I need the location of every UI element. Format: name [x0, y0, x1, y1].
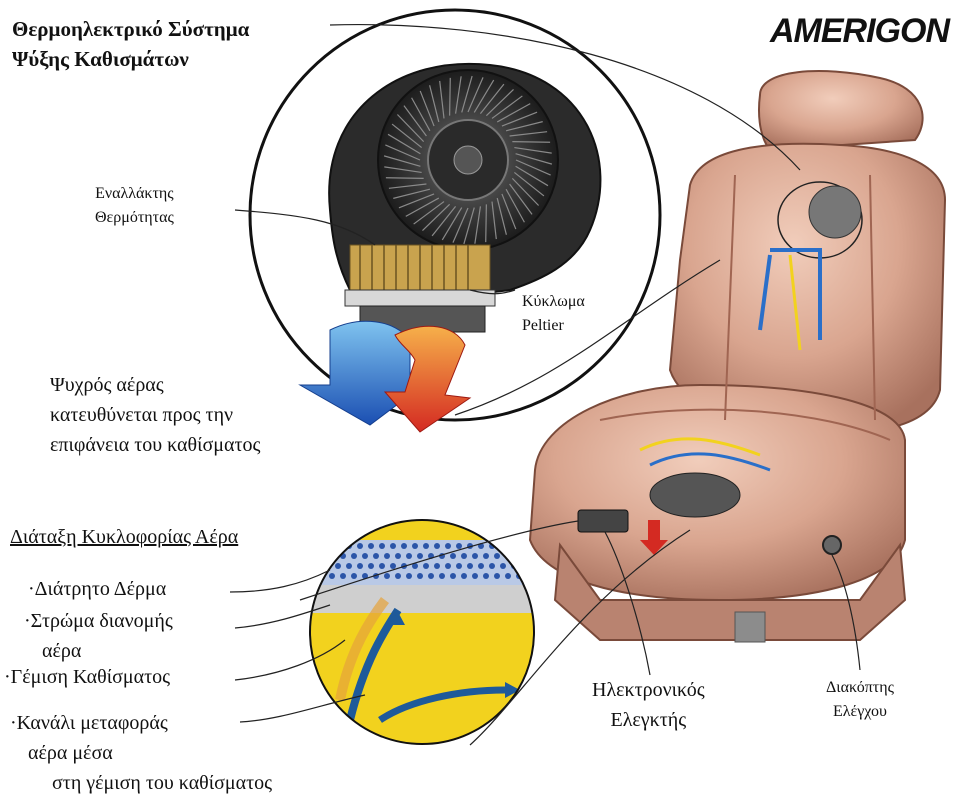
perforation-dot — [445, 543, 451, 549]
perforation-dot — [373, 553, 379, 559]
fan-blade — [512, 142, 550, 143]
perforation-dot — [450, 573, 456, 579]
perforation-dot — [340, 573, 346, 579]
label-control-switch: Διακόπτης Ελέγχου — [826, 676, 894, 724]
label-cold-air: Ψυχρός αέρας κατευθύνεται προς την επιφά… — [50, 370, 260, 460]
perforation-dot — [461, 553, 467, 559]
perforation-dot — [324, 543, 330, 549]
perforation-dot — [434, 563, 440, 569]
perforation-dot — [395, 553, 401, 559]
airflow-section-title: Διάταξη Κυκλοφορίας Αέρα — [10, 526, 238, 549]
perforation-dot — [472, 553, 478, 559]
perforation-dot — [302, 563, 308, 569]
perforation-dot — [351, 553, 357, 559]
label-distribution-layer: ·Στρώμα διανομής αέρα — [24, 606, 173, 666]
perforation-dot — [335, 543, 341, 549]
airflow-inset — [300, 515, 550, 755]
perforation-dot — [538, 573, 544, 579]
perforation-dot — [456, 543, 462, 549]
perforation-dot — [329, 553, 335, 559]
perforation-dot — [489, 563, 495, 569]
perforation-dot — [313, 543, 319, 549]
perforation-dot — [500, 543, 506, 549]
perforation-dot — [527, 573, 533, 579]
perforation-dot — [461, 573, 467, 579]
perforation-dot — [522, 563, 528, 569]
perforation-dot — [384, 573, 390, 579]
perforation-dot — [527, 553, 533, 559]
fan-blade — [486, 204, 487, 242]
perforation-dot — [505, 573, 511, 579]
perforation-dot — [445, 563, 451, 569]
fan-blade — [450, 78, 451, 116]
electronic-controller — [578, 510, 628, 532]
label-perforated-leather: ·Διάτρητο Δέρμα — [28, 574, 166, 604]
perforation-dot — [318, 553, 324, 559]
perforation-dot — [329, 573, 335, 579]
cushion-fan — [650, 473, 740, 517]
perforation-dot — [395, 573, 401, 579]
perforation-dot — [384, 553, 390, 559]
perforation-dot — [406, 553, 412, 559]
seat-rail — [735, 612, 765, 642]
fan-blade — [386, 178, 424, 179]
title-line-2: Ψύξης Καθισμάτων — [12, 44, 249, 74]
perforation-dot — [483, 573, 489, 579]
perforation-dot — [379, 563, 385, 569]
brand-logo: AMERIGON — [770, 12, 949, 51]
title-line-1: Θερμοηλεκτρικό Σύστημα — [12, 14, 249, 44]
label-air-channel: ·Κανάλι μεταφοράς αέρα μέσα στη γέμιση τ… — [10, 708, 272, 798]
perforation-dot — [428, 573, 434, 579]
perforation-dot — [472, 573, 478, 579]
label-controller: Ηλεκτρονικός Ελεγκτής — [592, 675, 705, 735]
perforation-dot — [522, 543, 528, 549]
perforation-dot — [478, 563, 484, 569]
perforation-dot — [417, 553, 423, 559]
perforation-dot — [368, 563, 374, 569]
label-peltier: Κύκλωμα Peltier — [522, 290, 585, 338]
perforation-dot — [390, 563, 396, 569]
label-heat-exchanger: Εναλλάκτης Θερμότητας — [95, 182, 174, 230]
perforation-dot — [494, 573, 500, 579]
perforation-dot — [357, 563, 363, 569]
perforation-dot — [450, 553, 456, 559]
distribution-layer — [300, 585, 550, 613]
perforation-dot — [401, 543, 407, 549]
perforation-dot — [417, 573, 423, 579]
perforation-dot — [313, 563, 319, 569]
perforation-dot — [390, 543, 396, 549]
perforation-dot — [494, 553, 500, 559]
perforation-dot — [500, 563, 506, 569]
perforation-dot — [307, 553, 313, 559]
perforation-dot — [533, 563, 539, 569]
perforation-dot — [368, 543, 374, 549]
perforation-dot — [423, 543, 429, 549]
thermoelectric-inset — [250, 10, 660, 432]
perforation-dot — [406, 573, 412, 579]
perforation-dot — [362, 553, 368, 559]
perforation-dot — [456, 563, 462, 569]
perforation-dot — [335, 563, 341, 569]
perforation-dot — [467, 563, 473, 569]
perforation-dot — [434, 543, 440, 549]
label-seat-filling: ·Γέμιση Καθίσματος — [4, 662, 170, 692]
perforation-dot — [351, 573, 357, 579]
perforation-dot — [483, 553, 489, 559]
peltier-module — [345, 290, 495, 306]
perforation-dot — [379, 543, 385, 549]
perforation-dot — [412, 543, 418, 549]
perforation-dot — [423, 563, 429, 569]
perforation-dot — [346, 563, 352, 569]
perforation-dot — [516, 553, 522, 559]
seat-headrest — [759, 71, 923, 150]
perforation-dot — [511, 543, 517, 549]
control-switch[interactable] — [823, 536, 841, 554]
perforation-dot — [439, 573, 445, 579]
diagram-title: Θερμοηλεκτρικό Σύστημα Ψύξης Καθισμάτων — [12, 14, 249, 74]
perforation-dot — [357, 543, 363, 549]
perforation-dot — [302, 543, 308, 549]
